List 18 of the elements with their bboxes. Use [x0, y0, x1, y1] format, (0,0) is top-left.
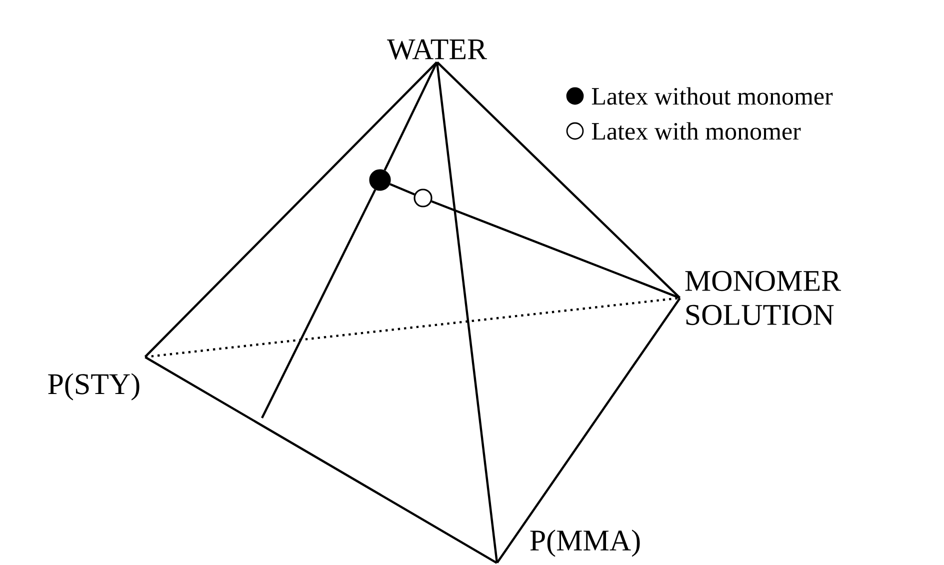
filled-dot — [369, 169, 391, 191]
dotted-edge — [145, 296, 680, 358]
tetrahedron-edge — [496, 298, 681, 564]
tetrahedron-edge — [390, 183, 415, 196]
tetrahedron-edge — [431, 200, 680, 299]
vertex-label: P(MMA) — [530, 530, 640, 557]
legend-text: Latex without monomer — [592, 87, 833, 105]
vertex-label: P(STY) — [48, 373, 140, 400]
vertex-label: WATER — [387, 39, 487, 60]
tetrahedron-edge — [144, 356, 498, 564]
vertex-label: MONOMER SOLUTION — [685, 270, 842, 326]
legend-text: Latex with monomer — [592, 122, 801, 140]
tetrahedron-edge — [384, 62, 438, 171]
tetrahedron-edge — [436, 61, 681, 299]
tetrahedron-edge — [436, 62, 498, 563]
tetrahedron-edge — [261, 189, 376, 418]
tetrahedron-edge — [144, 61, 438, 358]
open-circle — [414, 188, 432, 208]
